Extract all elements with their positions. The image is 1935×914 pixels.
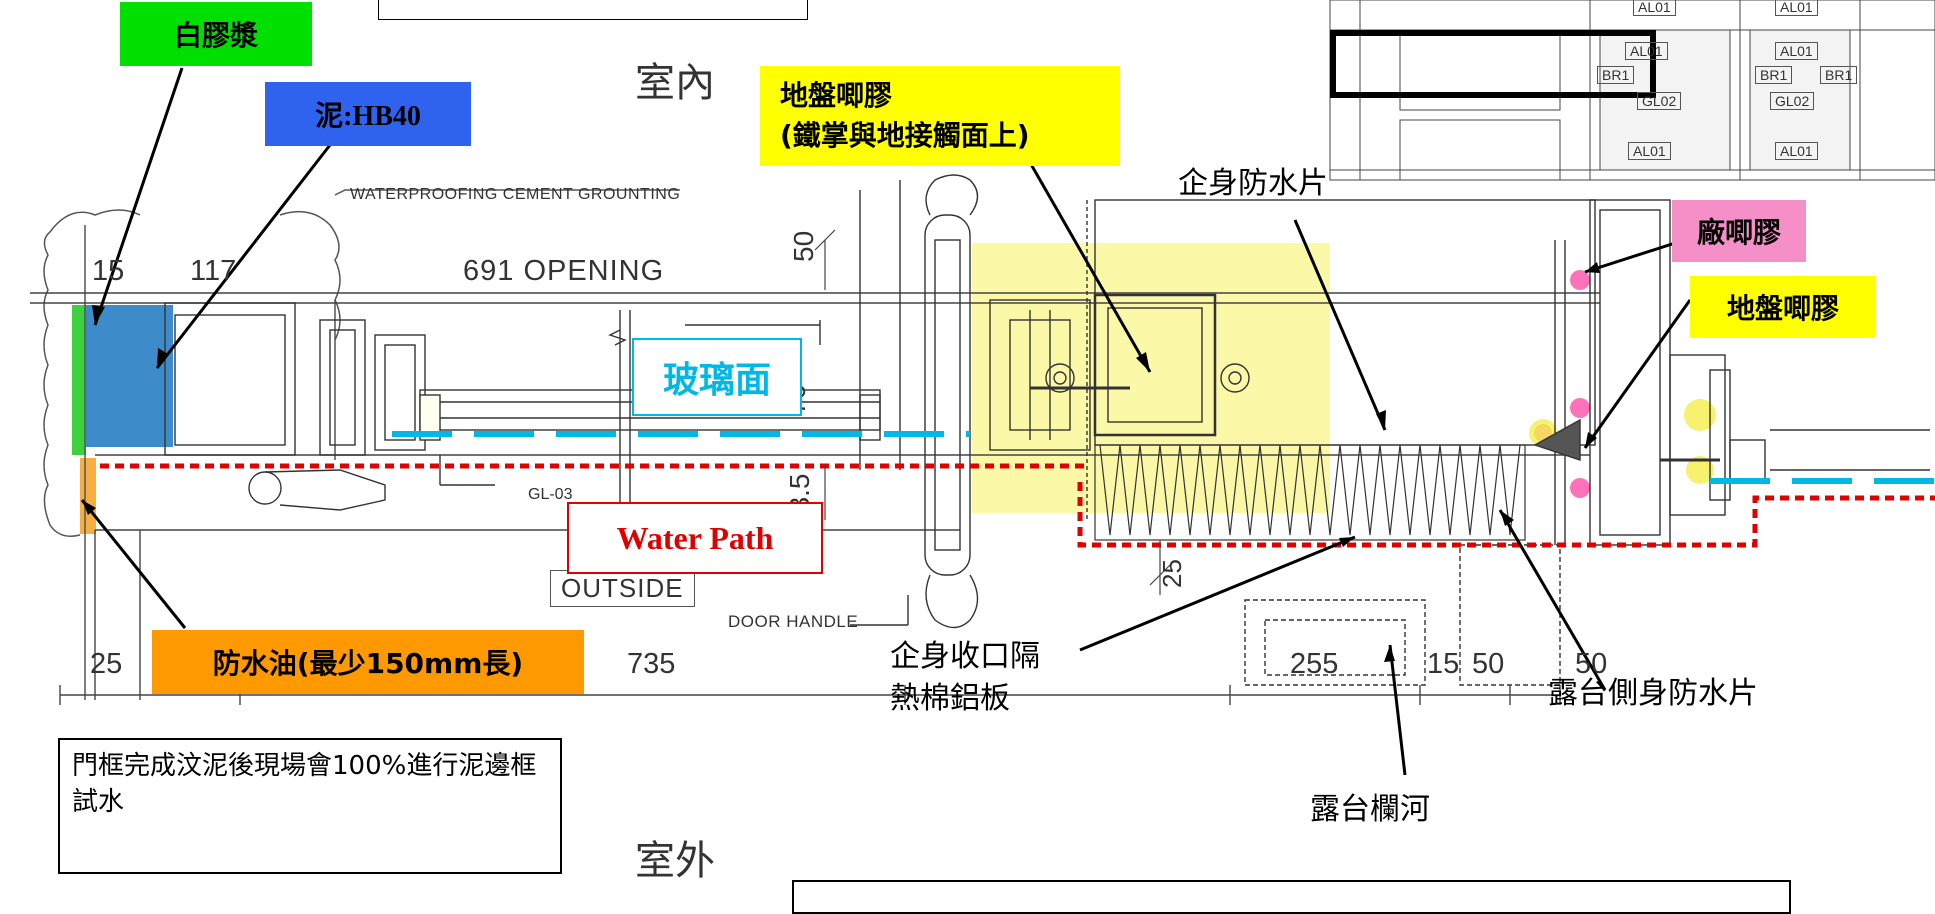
dim-15b: 15 (1427, 648, 1460, 680)
plan-highlight-box (1330, 30, 1656, 98)
water-path-label: Water Path (567, 502, 823, 574)
mortar-fill (78, 305, 173, 447)
plan-br1-c: BR1 (1820, 66, 1858, 84)
white-grout-fill (72, 305, 86, 455)
plan-drawing (1329, 0, 1935, 181)
left-frame-profile (164, 302, 495, 511)
plan-al01-d: AL01 (1775, 42, 1818, 60)
plan-br1-b: BR1 (1755, 66, 1793, 84)
dimension-marks (814, 229, 1171, 595)
ground-sealant-right-label: 地盤唧膠 (1690, 276, 1876, 338)
bottom-note-box (792, 880, 1791, 914)
balcony-railing-label: 露台欄河 (1310, 792, 1430, 827)
upright-waterproof-sheet-label: 企身防水片 (1178, 166, 1328, 201)
leader-lines (80, 67, 1701, 776)
cropped-note-box (378, 0, 808, 20)
glass-face-label: 玻璃面 (632, 338, 802, 416)
leader-arrowheads (82, 262, 1600, 662)
glass-face-line (392, 431, 1935, 484)
opening-dimension: 691 OPENING (463, 255, 665, 287)
plan-gl02-b: GL02 (1770, 92, 1815, 110)
dim-25-vertical: 25 (1157, 559, 1187, 588)
waterproofing-cement-text: WATERPROOFING CEMENT GROUNTING (350, 186, 681, 203)
wall-section (43, 189, 680, 700)
balcony-side-waterproof-label: 露台側身防水片 (1548, 676, 1758, 711)
indoor-label: 室內 (635, 60, 715, 106)
water-path-line (100, 463, 1935, 548)
outdoor-label: 室外 (635, 838, 715, 884)
section-drawing (30, 0, 1935, 776)
upright-insulation-panel-label: 企身收口隔 熱棉鋁板 (890, 639, 1040, 716)
plan-al01-e: AL01 (1628, 142, 1671, 160)
gl03-label: GL-03 (528, 486, 573, 503)
yellow-highlight-area (972, 243, 1330, 513)
ground-sealant-label: 地盤唧膠 (鐵掌與地接觸面上) (760, 66, 1120, 166)
factory-sealant-label: 廠唧膠 (1672, 200, 1806, 262)
outside-label: OUTSIDE (550, 570, 695, 607)
dim-735: 735 (627, 648, 676, 680)
dim-255: 255 (1290, 648, 1339, 680)
dim-50b: 50 (1472, 648, 1505, 680)
door-handle-label: DOOR HANDLE (728, 612, 859, 631)
plan-br1-a: BR1 (1597, 66, 1635, 84)
plan-al01-b: AL01 (1775, 0, 1818, 16)
dim-117: 117 (190, 255, 237, 287)
test-note-box: 門框完成汶泥後現場會100%進行泥邊框試水 (58, 738, 562, 874)
right-frame (1094, 199, 1930, 686)
door-handle-profile (850, 174, 979, 629)
dim-25-left: 25 (90, 648, 123, 680)
dim-50c: 50 (1575, 648, 1608, 680)
aluminium-section (989, 200, 1250, 520)
dim-50-vertical: 50 (788, 230, 819, 262)
white-grout-label: 白膠漿 (120, 2, 312, 66)
plan-al01-c: AL01 (1625, 42, 1668, 60)
glass-panel (419, 310, 881, 530)
plan-al01-f: AL01 (1775, 142, 1818, 160)
factory-sealant-dots (1534, 270, 1590, 498)
mortar-hb40-label: 泥:HB40 (265, 82, 471, 146)
plan-gl02-a: GL02 (1637, 92, 1682, 110)
plan-al01-a: AL01 (1633, 0, 1676, 16)
dim-15: 15 (92, 255, 125, 287)
waterproof-oil-fill (80, 458, 96, 534)
waterproof-oil-label: 防水油(最少150mm長) (152, 630, 584, 694)
